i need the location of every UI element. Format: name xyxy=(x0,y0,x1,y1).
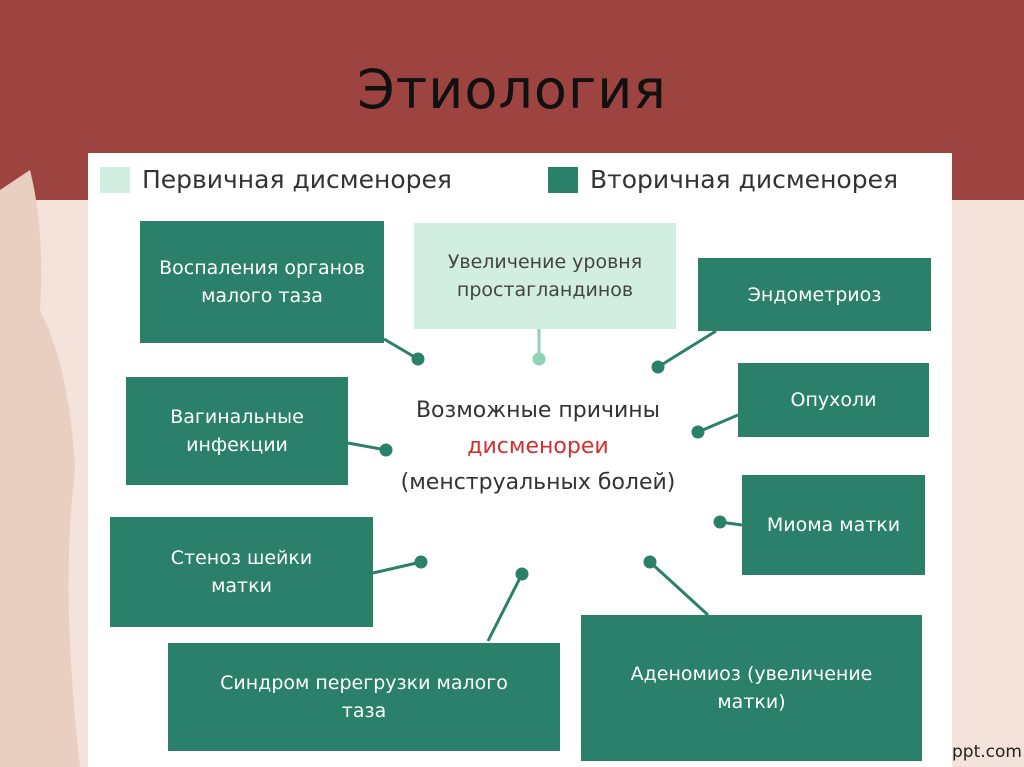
connector-tumors xyxy=(697,413,739,434)
legend-primary-swatch xyxy=(100,166,130,193)
node-prostaglandins: Увеличение уровня простагландинов xyxy=(414,223,676,329)
node-uterine-myoma: Миома матки xyxy=(742,475,925,575)
legend-primary-label: Первичная дисменорея xyxy=(142,165,452,194)
background-figure-decoration xyxy=(0,170,80,767)
center-line-1: Возможные причины xyxy=(415,398,661,423)
slide-title: Этиология xyxy=(357,58,667,121)
center-line-3: (менструальных болей) xyxy=(400,470,676,495)
connector-adenomyosis xyxy=(648,560,710,617)
node-endometriosis: Эндометриоз xyxy=(698,258,931,331)
node-vaginal-infections: Вагинальные инфекции xyxy=(126,377,348,485)
legend-secondary: Вторичная дисменорея xyxy=(548,165,898,194)
connector-inflammation xyxy=(383,337,419,361)
node-tumors: Опухоли xyxy=(738,363,929,437)
node-pelvic-congestion: Синдром перегрузки малого таза xyxy=(168,643,560,751)
etiology-diagram: Первичная дисменорея Вторичная дисменоре… xyxy=(88,153,952,767)
node-cervical-stenosis: Стеноз шейки матки xyxy=(110,517,373,627)
legend-primary: Первичная дисменорея xyxy=(100,165,452,194)
connector-endometriosis xyxy=(657,329,717,369)
center-line-2: дисменореи xyxy=(467,434,609,459)
legend-secondary-label: Вторичная дисменорея xyxy=(590,165,898,194)
node-adenomyosis: Аденомиоз (увеличение матки) xyxy=(581,615,922,761)
node-inflammation: Воспаления органов малого таза xyxy=(140,221,384,343)
legend-secondary-swatch xyxy=(548,166,578,193)
center-label: Возможные причины дисменореи (менструаль… xyxy=(388,393,688,501)
connector-lines xyxy=(347,329,743,642)
watermark: ppt.com xyxy=(952,742,1022,762)
connector-stenosis xyxy=(372,560,422,575)
connector-pelvic xyxy=(486,573,524,642)
